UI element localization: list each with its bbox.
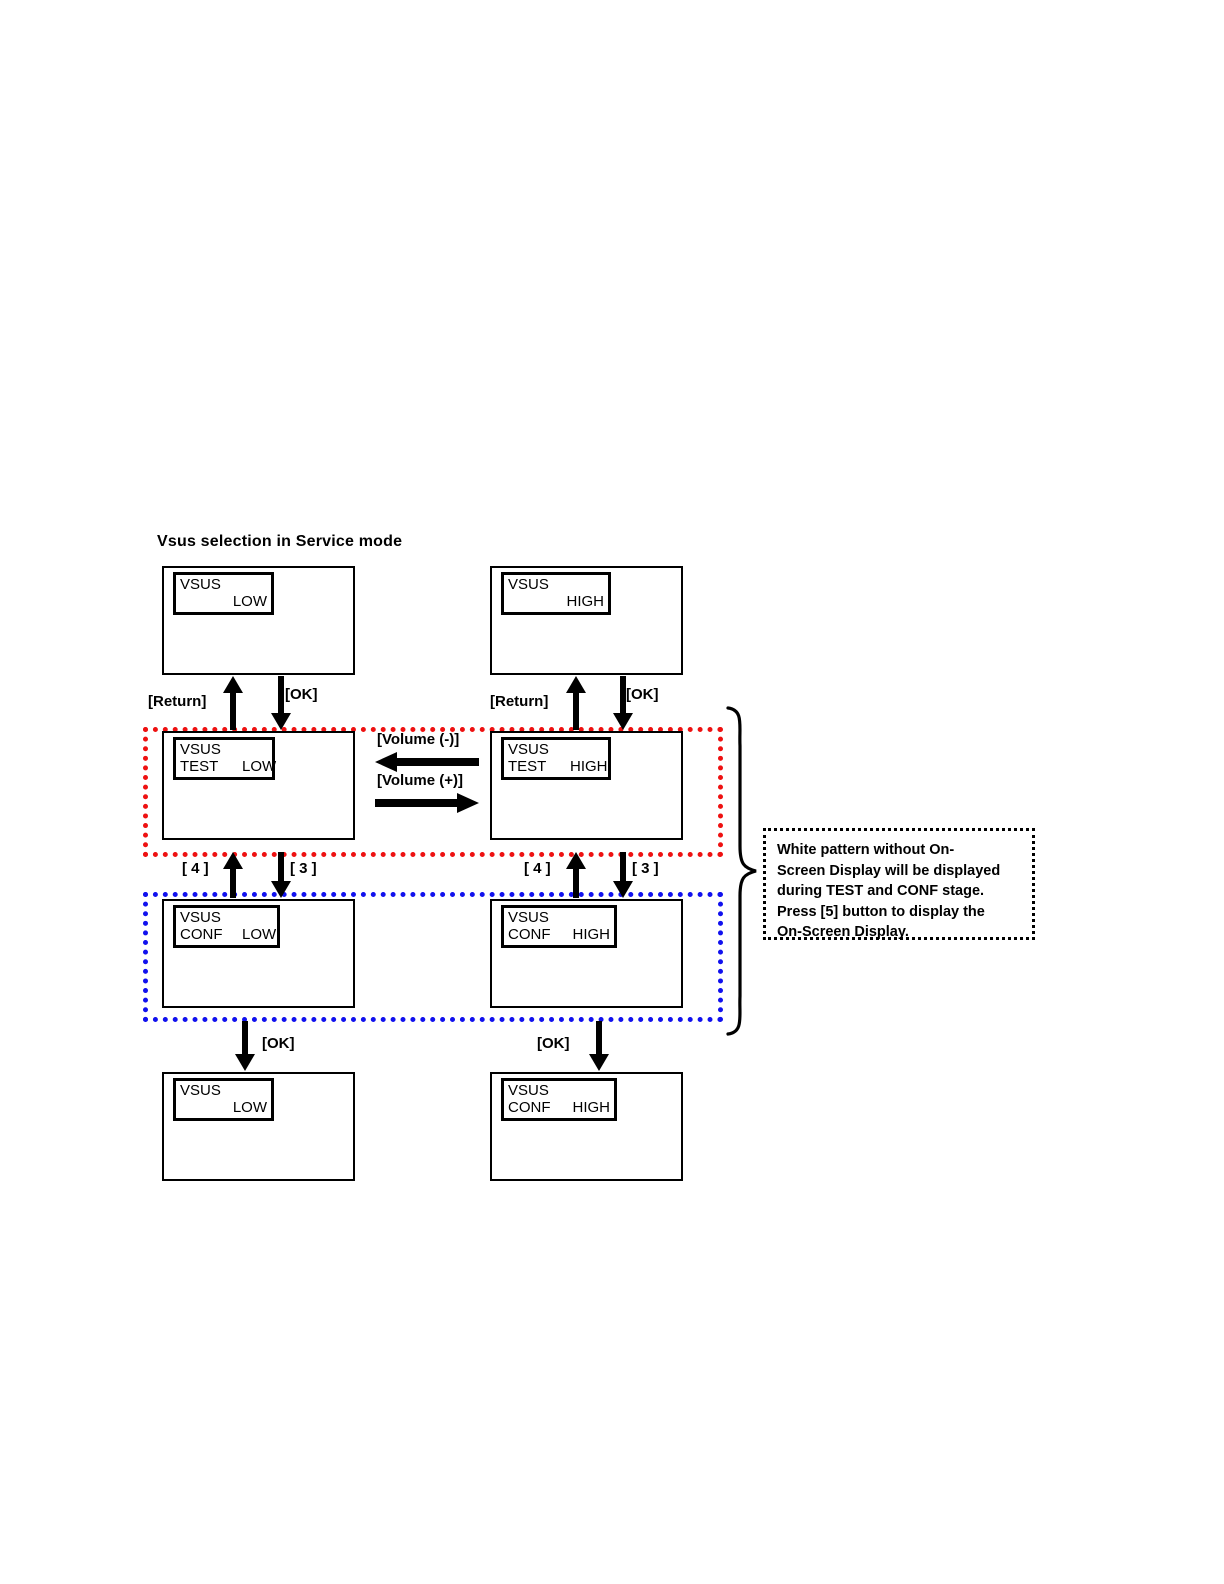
label-return-right: [Return] bbox=[490, 693, 549, 710]
osd-label: VSUS bbox=[180, 909, 221, 926]
osd-conf-high: VSUS CONF HIGH bbox=[501, 905, 617, 948]
label-volume-minus: [Volume (-)] bbox=[377, 731, 460, 748]
osd-stage: CONF bbox=[508, 1099, 551, 1116]
osd-stage: TEST bbox=[180, 758, 219, 775]
arrow-volume-plus bbox=[375, 793, 479, 813]
label-key4-left: [ 4 ] bbox=[182, 860, 209, 877]
label-key3-left: [ 3 ] bbox=[290, 860, 317, 877]
screen-test-low[interactable]: VSUS TEST LOW bbox=[162, 731, 355, 840]
osd-value: HIGH bbox=[572, 1099, 611, 1116]
osd-value: HIGH bbox=[570, 758, 608, 775]
osd-label: VSUS bbox=[180, 576, 221, 593]
arrow-return-left bbox=[222, 676, 244, 730]
label-ok-left-down: [OK] bbox=[285, 686, 318, 703]
osd-label: VSUS bbox=[508, 741, 549, 758]
arrow-key4-left bbox=[222, 852, 244, 898]
note-line-3: during TEST and CONF stage. bbox=[777, 883, 985, 899]
screen-final-low[interactable]: VSUS LOW bbox=[162, 1072, 355, 1181]
osd-label: VSUS bbox=[508, 1082, 549, 1099]
test-stage-group-outline bbox=[143, 727, 723, 857]
note-line-4: Press [5] button to display the bbox=[777, 903, 985, 920]
osd-value: HIGH bbox=[572, 926, 611, 943]
note-line-2: Screen Display will be displayed bbox=[777, 862, 1001, 879]
osd-final-high: VSUS CONF HIGH bbox=[501, 1078, 617, 1121]
arrow-key3-right bbox=[612, 852, 634, 898]
group-brace bbox=[722, 706, 764, 1036]
arrow-volume-minus bbox=[375, 752, 479, 772]
arrow-key3-left bbox=[270, 852, 292, 898]
osd-normal-high: VSUS HIGH bbox=[501, 572, 611, 615]
label-ok-right-down: [OK] bbox=[626, 686, 659, 703]
arrow-ok-left-down bbox=[270, 676, 292, 730]
label-volume-plus: [Volume (+)] bbox=[377, 772, 463, 789]
osd-final-low: VSUS LOW bbox=[173, 1078, 274, 1121]
label-return-left: [Return] bbox=[148, 693, 207, 710]
screen-final-high[interactable]: VSUS CONF HIGH bbox=[490, 1072, 683, 1181]
osd-label: VSUS bbox=[508, 909, 549, 926]
osd-value: LOW bbox=[232, 1099, 267, 1116]
arrow-ok-left-bottom bbox=[234, 1021, 256, 1071]
label-key3-right: [ 3 ] bbox=[632, 860, 659, 877]
osd-stage: CONF bbox=[508, 926, 551, 943]
osd-label: VSUS bbox=[508, 576, 549, 593]
arrow-ok-right-bottom bbox=[588, 1021, 610, 1071]
arrow-ok-right-down bbox=[612, 676, 634, 730]
osd-label: VSUS bbox=[180, 741, 221, 758]
screen-conf-low[interactable]: VSUS CONF LOW bbox=[162, 899, 355, 1008]
arrow-key4-right bbox=[565, 852, 587, 898]
osd-value: LOW bbox=[242, 758, 277, 775]
note-line-1: White pattern without On- bbox=[777, 842, 955, 858]
osd-stage: TEST bbox=[508, 758, 547, 775]
osd-value: LOW bbox=[242, 926, 277, 943]
osd-normal-low: VSUS LOW bbox=[173, 572, 274, 615]
osd-value: HIGH bbox=[566, 593, 605, 610]
screen-normal-high[interactable]: VSUS HIGH bbox=[490, 566, 683, 675]
note-callout: White pattern without On- Screen Display… bbox=[763, 828, 1035, 940]
osd-stage: CONF bbox=[180, 926, 223, 943]
label-ok-left-bottom: [OK] bbox=[262, 1035, 295, 1052]
label-key4-right: [ 4 ] bbox=[524, 860, 551, 877]
osd-test-low: VSUS TEST LOW bbox=[173, 737, 277, 780]
screen-conf-high[interactable]: VSUS CONF HIGH bbox=[490, 899, 683, 1008]
conf-stage-group-outline bbox=[143, 892, 723, 1022]
label-ok-right-bottom: [OK] bbox=[537, 1035, 570, 1052]
screen-test-high[interactable]: VSUS TEST HIGH bbox=[490, 731, 683, 840]
osd-test-high: VSUS TEST HIGH bbox=[501, 737, 611, 780]
screen-normal-low[interactable]: VSUS LOW bbox=[162, 566, 355, 675]
page-title: Vsus selection in Service mode bbox=[157, 533, 403, 550]
note-line-5: On-Screen Display. bbox=[777, 924, 909, 940]
osd-value: LOW bbox=[232, 593, 267, 610]
osd-conf-low: VSUS CONF LOW bbox=[173, 905, 280, 948]
arrow-return-right bbox=[565, 676, 587, 730]
osd-label: VSUS bbox=[180, 1082, 221, 1099]
